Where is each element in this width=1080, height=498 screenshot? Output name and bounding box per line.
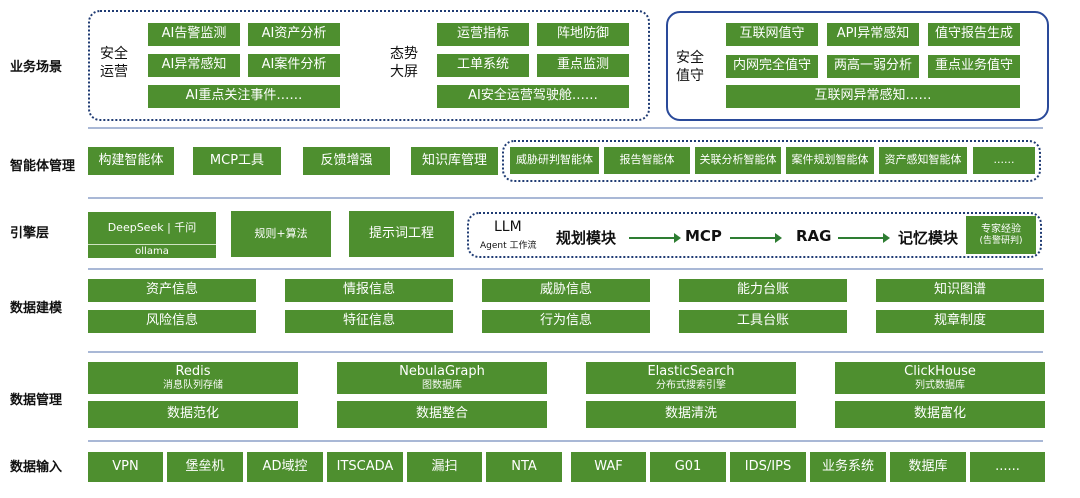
separator	[88, 268, 1043, 270]
model-intel-info[interactable]: 情报信息	[285, 279, 453, 302]
security-duty-label: 安全 值守	[676, 50, 704, 84]
source-waf[interactable]: WAF	[571, 452, 646, 482]
store-name: NebulaGraph	[399, 363, 485, 379]
store-elasticsearch[interactable]: ElasticSearch 分布式搜索引擎	[586, 362, 796, 394]
store-desc: 列式数据库	[915, 379, 965, 391]
model-behavior-info[interactable]: 行为信息	[482, 310, 650, 333]
flow-mcp: MCP	[685, 227, 722, 245]
engine-ollama-label: ollama	[88, 244, 216, 258]
engine-expert-experience[interactable]: 专家经验 (告警研判)	[966, 216, 1036, 254]
layer-label-business: 业务场景	[10, 60, 63, 75]
op-clean[interactable]: 数据清洗	[586, 401, 796, 428]
source-bastion[interactable]: 堡垒机	[167, 452, 243, 482]
layer-label-agent: 智能体管理	[10, 159, 76, 174]
agent-correlation[interactable]: 关联分析智能体	[695, 147, 781, 174]
source-nta[interactable]: NTA	[486, 452, 562, 482]
model-knowledge-graph[interactable]: 知识图谱	[876, 279, 1044, 302]
agent-more[interactable]: ......	[973, 147, 1035, 174]
model-regulations[interactable]: 规章制度	[876, 310, 1044, 333]
model-tool-ledger[interactable]: 工具台账	[679, 310, 847, 333]
duty-report[interactable]: 值守报告生成	[928, 23, 1020, 46]
scenario-key-monitoring[interactable]: 重点监测	[537, 54, 629, 77]
agent-asset-awareness[interactable]: 资产感知智能体	[879, 147, 967, 174]
store-clickhouse[interactable]: ClickHouse 列式数据库	[835, 362, 1045, 394]
scenario-position-defense[interactable]: 阵地防御	[537, 23, 629, 46]
duty-two-high-one-weak[interactable]: 两高一弱分析	[827, 55, 919, 78]
separator	[88, 197, 1043, 199]
duty-intranet[interactable]: 内网完全值守	[726, 55, 818, 78]
separator	[88, 440, 1043, 442]
engine-prompt-engineering[interactable]: 提示词工程	[349, 211, 454, 257]
scenario-ops-metrics[interactable]: 运营指标	[437, 23, 529, 46]
store-name: ElasticSearch	[647, 363, 735, 379]
engine-agent-flow-label: Agent 工作流	[480, 241, 537, 251]
source-ad[interactable]: AD域控	[247, 452, 323, 482]
duty-group	[666, 11, 1049, 121]
agent-knowledge-base[interactable]: 知识库管理	[411, 147, 498, 175]
store-desc: 图数据库	[422, 379, 462, 391]
scenario-ai-asset-analysis[interactable]: AI资产分析	[248, 23, 340, 46]
store-redis[interactable]: Redis 消息队列存储	[88, 362, 298, 394]
model-feature-info[interactable]: 特征信息	[285, 310, 453, 333]
source-database[interactable]: 数据库	[890, 452, 966, 482]
model-threat-info[interactable]: 威胁信息	[482, 279, 650, 302]
separator	[88, 127, 1043, 129]
flow-memory-module: 记忆模块	[898, 229, 959, 247]
model-asset-info[interactable]: 资产信息	[88, 279, 256, 302]
scenario-ai-key-events[interactable]: AI重点关注事件……	[148, 85, 340, 108]
layer-label-management: 数据管理	[10, 393, 63, 408]
source-business-system[interactable]: 业务系统	[810, 452, 886, 482]
layer-label-input: 数据输入	[10, 460, 63, 475]
layer-label-modeling: 数据建模	[10, 301, 63, 316]
store-name: Redis	[175, 363, 211, 379]
store-nebulagraph[interactable]: NebulaGraph 图数据库	[337, 362, 547, 394]
op-integrate[interactable]: 数据整合	[337, 401, 547, 428]
store-desc: 消息队列存储	[163, 379, 223, 391]
arrow-right-icon	[730, 233, 782, 243]
store-name: ClickHouse	[904, 363, 976, 379]
scenario-ai-case-analysis[interactable]: AI案件分析	[248, 54, 340, 77]
agent-build[interactable]: 构建智能体	[88, 147, 174, 175]
engine-deepseek-label: DeepSeek | 千问	[107, 220, 197, 234]
agent-case-planning[interactable]: 案件规划智能体	[786, 147, 874, 174]
agent-threat-judgement[interactable]: 威胁研判智能体	[510, 147, 599, 174]
duty-api-anomaly[interactable]: API异常感知	[827, 23, 919, 46]
duty-internet[interactable]: 互联网值守	[726, 23, 818, 46]
separator	[88, 351, 1043, 353]
arrow-right-icon	[629, 233, 681, 243]
store-desc: 分布式搜索引擎	[656, 379, 726, 391]
scenario-ai-cockpit[interactable]: AI安全运营驾驶舱……	[437, 85, 629, 108]
flow-planning-module: 规划模块	[556, 229, 617, 247]
agent-report[interactable]: 报告智能体	[604, 147, 690, 174]
agent-mcp-tools[interactable]: MCP工具	[193, 147, 281, 175]
engine-llm-label: LLM	[494, 219, 522, 235]
source-more[interactable]: ......	[970, 452, 1045, 482]
duty-key-business[interactable]: 重点业务值守	[928, 55, 1020, 78]
op-enrich[interactable]: 数据富化	[835, 401, 1045, 428]
scenario-ai-anomaly[interactable]: AI异常感知	[148, 54, 240, 77]
business-ops-group	[88, 10, 650, 121]
arrow-right-icon	[838, 233, 890, 243]
op-normalize[interactable]: 数据范化	[88, 401, 298, 428]
model-risk-info[interactable]: 风险信息	[88, 310, 256, 333]
scenario-ticket-system[interactable]: 工单系统	[437, 54, 529, 77]
source-vuln-scan[interactable]: 漏扫	[407, 452, 482, 482]
model-capability-ledger[interactable]: 能力台账	[679, 279, 847, 302]
agents-group	[502, 140, 1041, 182]
source-g01[interactable]: G01	[650, 452, 726, 482]
agent-feedback[interactable]: 反馈增强	[303, 147, 390, 175]
situation-label: 态势 大屏	[390, 46, 418, 80]
duty-internet-anomaly[interactable]: 互联网异常感知……	[726, 85, 1020, 108]
source-vpn[interactable]: VPN	[88, 452, 163, 482]
source-itscada[interactable]: ITSCADA	[327, 452, 403, 482]
security-ops-label: 安全 运营	[100, 46, 128, 80]
engine-flow-group	[467, 212, 1042, 258]
engine-rules-algorithm[interactable]: 规则+算法	[231, 211, 331, 257]
flow-rag: RAG	[796, 227, 832, 245]
source-ids-ips[interactable]: IDS/IPS	[730, 452, 806, 482]
layer-label-engine: 引擎层	[10, 226, 50, 241]
scenario-ai-alert-monitor[interactable]: AI告警监测	[148, 23, 240, 46]
engine-llm-runtime[interactable]: DeepSeek | 千问 ollama	[88, 212, 216, 258]
